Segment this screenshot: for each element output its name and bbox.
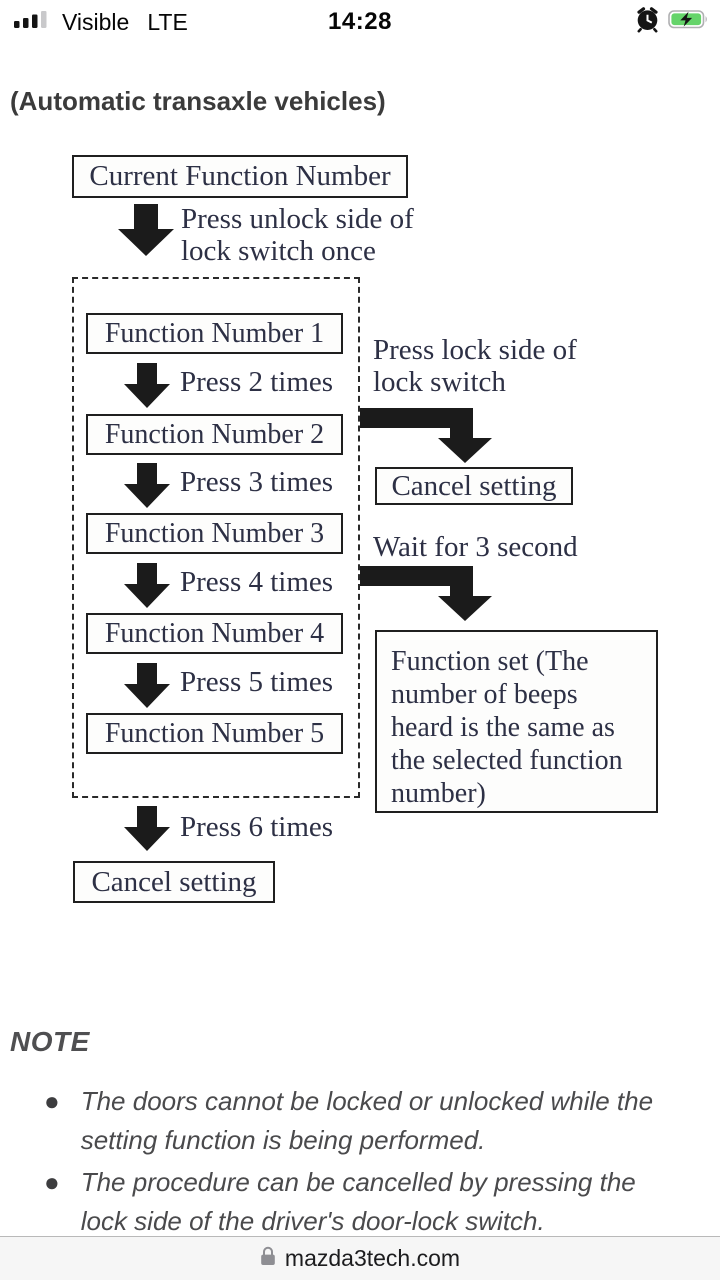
- status-right: [634, 0, 710, 44]
- flow-box-current-function-number: Current Function Number: [72, 155, 408, 198]
- clock-time: 14:28: [328, 8, 392, 35]
- down-arrow-icon: [124, 463, 170, 508]
- note-item: ● The procedure can be cancelled by pres…: [44, 1163, 680, 1241]
- flow-label-press-4-times: Press 4 times: [180, 566, 334, 598]
- flow-box-function-number-3: Function Number 3: [86, 513, 343, 554]
- down-arrow-icon: [118, 204, 174, 256]
- status-left: Visible LTE: [14, 0, 188, 44]
- alarm-icon: [634, 6, 661, 38]
- flow-label-press-5-times: Press 5 times: [180, 666, 334, 698]
- bullet-icon: ●: [44, 1167, 60, 1197]
- note-item-text: The doors cannot be locked or unlocked w…: [80, 1086, 654, 1155]
- browser-address-bar[interactable]: mazda3tech.com: [0, 1236, 720, 1280]
- dashed-group-box: [72, 277, 360, 798]
- status-bar: Visible LTE 14:28: [0, 0, 720, 44]
- note-item-text: The procedure can be cancelled by pressi…: [80, 1167, 636, 1236]
- lock-icon: [260, 1246, 276, 1271]
- elbow-right-down-arrow-icon: [360, 408, 492, 463]
- flow-box-cancel-setting-right: Cancel setting: [375, 467, 573, 505]
- down-arrow-icon: [124, 663, 170, 708]
- flow-label-press-unlock: Press unlock side of lock switch once: [181, 203, 414, 267]
- down-arrow-icon: [124, 563, 170, 608]
- flow-label-press-lock-side: Press lock side of lock switch: [373, 334, 577, 398]
- flow-box-function-number-2: Function Number 2: [86, 414, 343, 455]
- down-arrow-icon: [124, 363, 170, 408]
- carrier-label: Visible: [62, 8, 130, 35]
- flow-label-press-3-times: Press 3 times: [180, 466, 334, 498]
- note-title: NOTE: [10, 1026, 90, 1057]
- flow-box-function-set-text: Function set (The number of beeps heard …: [391, 646, 623, 809]
- flow-box-function-number-1: Function Number 1: [86, 313, 343, 354]
- elbow-right-down-arrow-icon: [360, 566, 492, 621]
- flow-label-wait-3-second: Wait for 3 second: [373, 531, 578, 563]
- network-type-label: LTE: [147, 8, 188, 35]
- down-arrow-icon: [124, 806, 170, 851]
- note-item: ● The doors cannot be locked or unlocked…: [44, 1082, 680, 1160]
- note-list: ● The doors cannot be locked or unlocked…: [44, 1082, 680, 1244]
- flow-box-function-set: Function set (The number of beeps heard …: [375, 630, 658, 813]
- battery-charging-icon: [668, 10, 710, 34]
- flow-box-function-number-4: Function Number 4: [86, 613, 343, 654]
- flow-label-press-lock-side-line1: Press lock side of: [373, 334, 577, 366]
- address-bar-domain[interactable]: mazda3tech.com: [284, 1245, 461, 1271]
- signal-strength-icon: [14, 10, 52, 34]
- flow-label-press-6-times: Press 6 times: [180, 811, 334, 843]
- page-title: (Automatic transaxle vehicles): [10, 86, 386, 116]
- flow-label-press-unlock-line2: lock switch once: [181, 235, 376, 267]
- flow-label-press-2-times: Press 2 times: [180, 366, 334, 398]
- flow-box-cancel-setting-bottom: Cancel setting: [73, 861, 275, 903]
- flow-label-press-lock-side-line2: lock switch: [373, 366, 506, 398]
- bullet-icon: ●: [44, 1086, 60, 1116]
- flow-label-press-unlock-line1: Press unlock side of: [181, 203, 414, 235]
- flow-box-function-number-5: Function Number 5: [86, 713, 343, 754]
